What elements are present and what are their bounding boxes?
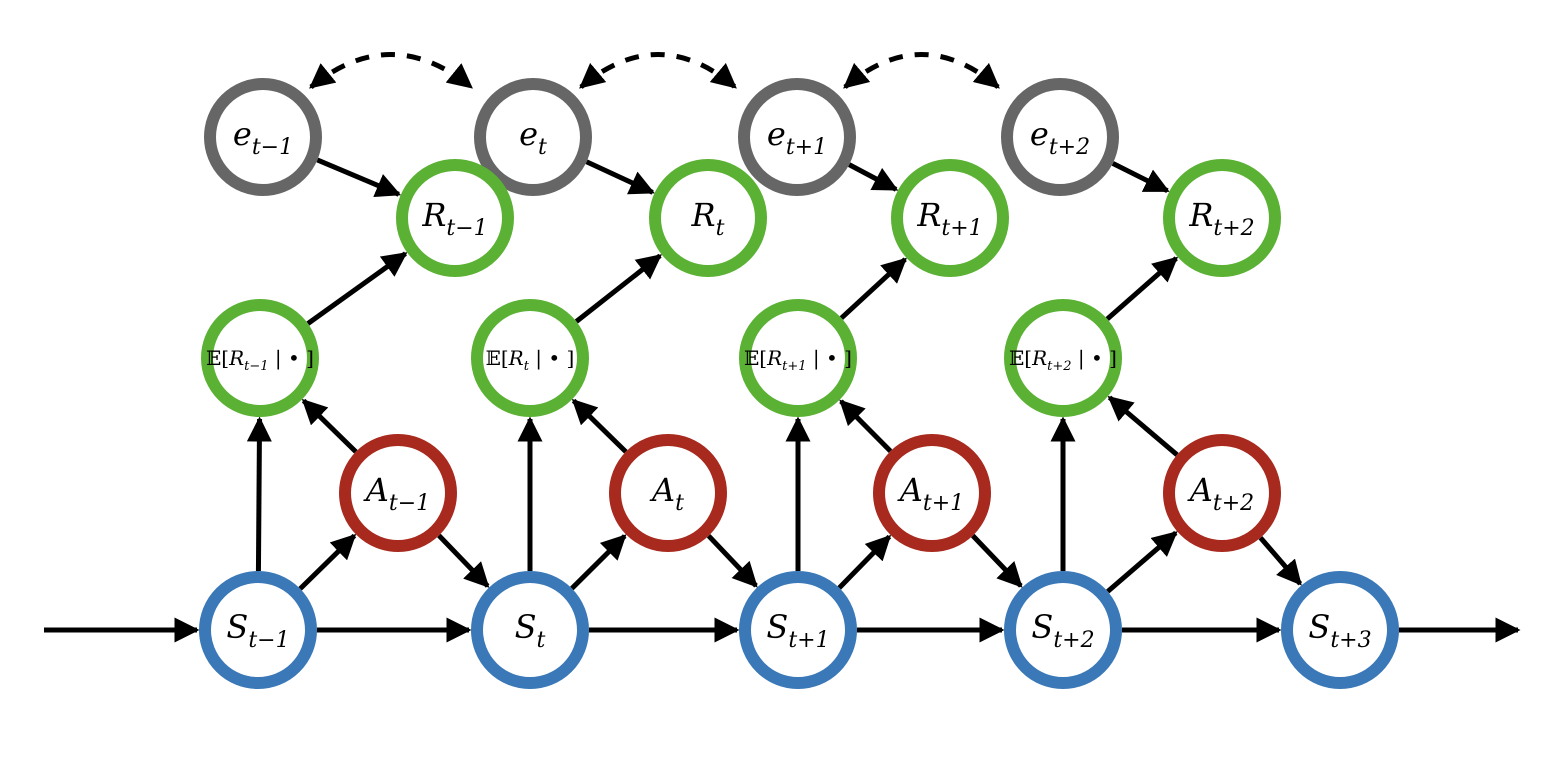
node-label-A_tp1: At+1	[897, 471, 964, 516]
edge-dashed-e_t-e_tp1	[579, 52, 737, 89]
node-circle-exogenous	[738, 78, 856, 196]
edge-A_tp2-S_tp3	[1258, 536, 1303, 586]
edge-e_tp2-R_tp2	[1111, 161, 1170, 193]
edge-dashed-e_tm1-e_t	[309, 52, 473, 89]
node-label-ER_t: 𝔼[Rt | • ]	[486, 346, 575, 374]
node-circle-expected-reward	[1004, 299, 1122, 417]
edge-A_tp1-ER_tp1	[839, 399, 893, 453]
node-label-R_t: Rt	[691, 196, 725, 241]
node-circle-reward	[1163, 159, 1281, 277]
node-label-R_tp1: Rt+1	[916, 196, 982, 241]
node-label-ER_tm1: 𝔼[Rt−1 | • ]	[206, 346, 314, 374]
node-circle-expected-reward	[201, 299, 319, 417]
edge-S_tp2-A_tp2	[1106, 530, 1178, 594]
node-circle-exogenous	[204, 78, 322, 196]
node-R_tp1: Rt+1	[891, 159, 1009, 277]
node-circle-state	[739, 571, 857, 689]
node-label-A_tm1: At−1	[363, 471, 430, 516]
edge-A_t-S_tp1	[706, 534, 758, 588]
node-e_tp1: et+1	[738, 78, 856, 196]
node-label-e_tp2: et+2	[1030, 115, 1090, 160]
node-ER_tp2: 𝔼[Rt+2 | • ]	[1004, 299, 1122, 417]
node-S_tp3: St+3	[1281, 571, 1399, 689]
node-S_tp2: St+2	[1004, 571, 1122, 689]
node-circle-action	[1163, 434, 1281, 552]
node-circle-action	[873, 434, 991, 552]
node-circle-reward	[649, 159, 767, 277]
edges-layer	[44, 52, 1521, 643]
node-label-S_tp3: St+3	[1308, 608, 1371, 653]
node-R_tm1: Rt−1	[396, 159, 514, 277]
nodes-layer: et−1 et et+1 et+2Rt−1 Rt Rt+1 Rt+2𝔼[Rt−1 | • ]…	[199, 78, 1399, 689]
node-S_t: St	[471, 571, 589, 689]
node-label-e_tm1: et−1	[233, 115, 293, 160]
node-label-S_t: St	[515, 608, 546, 653]
edge-ER_tm1-R_tm1	[306, 251, 408, 326]
node-e_tp2: et+2	[1001, 78, 1119, 196]
edge-S_tp1-A_tp1	[837, 534, 892, 590]
edge-A_tp2-ER_tp2	[1107, 395, 1179, 457]
node-label-ER_tp1: 𝔼[Rt+1 | • ]	[744, 346, 852, 374]
edge-dashed-e_tp1-e_tp2	[843, 52, 1000, 89]
node-A_t: At	[609, 434, 727, 552]
node-circle-exogenous	[1001, 78, 1119, 196]
node-label-S_tp1: St+1	[766, 608, 829, 653]
node-circle-state	[471, 571, 589, 689]
node-label-e_t: et	[519, 115, 547, 160]
edge-S_tm1-ER_tm1	[246, 416, 272, 572]
node-A_tp2: At+2	[1163, 434, 1281, 552]
edge-ER_tp1-R_tp1	[839, 257, 907, 320]
node-label-R_tm1: Rt−1	[421, 196, 487, 241]
edge-A_t-ER_t	[571, 398, 628, 454]
node-R_t: Rt	[649, 159, 767, 277]
node-A_tm1: At−1	[339, 434, 457, 552]
node-e_tm1: et−1	[204, 78, 322, 196]
node-A_tp1: At+1	[873, 434, 991, 552]
node-label-R_tp2: Rt+2	[1188, 196, 1254, 241]
node-circle-action	[339, 434, 457, 552]
node-circle-expected-reward	[471, 299, 589, 417]
node-label-A_t: At	[649, 471, 684, 516]
edge-S_t-A_t	[570, 534, 627, 591]
edge-e_t-R_t	[585, 159, 655, 195]
node-ER_t: 𝔼[Rt | • ]	[471, 299, 589, 417]
node-circle-state	[1004, 571, 1122, 689]
node-circle-reward	[396, 159, 514, 277]
edge-e_tm1-R_tm1	[316, 157, 402, 198]
node-S_tm1: St−1	[199, 571, 317, 689]
node-ER_tp1: 𝔼[Rt+1 | • ]	[739, 299, 857, 417]
node-circle-state	[199, 571, 317, 689]
node-label-e_tp1: et+1	[767, 115, 827, 160]
node-e_t: et	[474, 78, 592, 196]
node-R_tp2: Rt+2	[1163, 159, 1281, 277]
edge-A_tp1-S_tp2	[970, 533, 1023, 588]
edge-S_tm1-A_tm1	[298, 533, 357, 591]
edge-A_tm1-ER_tm1	[301, 398, 358, 454]
edge-e_tp1-R_tp1	[847, 162, 899, 192]
node-circle-exogenous	[474, 78, 592, 196]
node-label-S_tp2: St+2	[1031, 608, 1094, 653]
node-label-ER_tp2: 𝔼[Rt+2 | • ]	[1009, 346, 1117, 374]
node-circle-reward	[891, 159, 1009, 277]
node-label-S_tm1: St−1	[226, 608, 289, 653]
edge-A_tm1-S_t	[437, 533, 490, 588]
node-label-A_tp2: At+2	[1187, 471, 1254, 516]
node-circle-expected-reward	[739, 299, 857, 417]
node-circle-action	[609, 434, 727, 552]
edge-ER_tp2-R_tp2	[1105, 256, 1179, 321]
node-ER_tm1: 𝔼[Rt−1 | • ]	[201, 299, 319, 417]
edge-ER_t-R_t	[574, 253, 663, 324]
node-circle-state	[1281, 571, 1399, 689]
node-S_tp1: St+1	[739, 571, 857, 689]
